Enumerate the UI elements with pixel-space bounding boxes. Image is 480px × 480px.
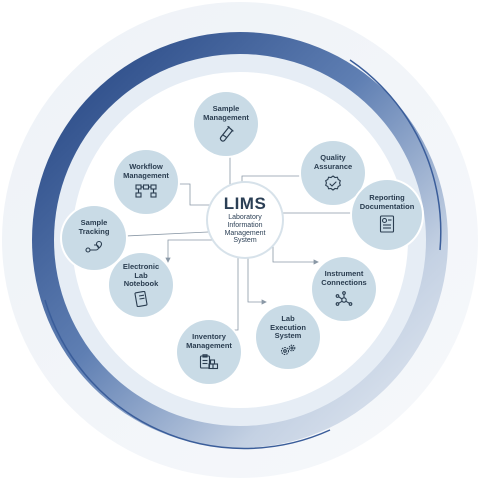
node-label: Electronic Lab Notebook — [119, 262, 163, 289]
label-line: Inventory — [192, 332, 226, 341]
location-pin-route-icon — [85, 240, 103, 253]
node-quality-assurance: Quality Assurance — [301, 141, 365, 205]
label-line: Instrument — [324, 269, 364, 278]
arrow-lab-execution — [261, 299, 267, 305]
subtitle-line: System — [233, 237, 257, 245]
gears-icon — [280, 344, 296, 355]
report-document-icon — [379, 215, 395, 233]
label-line: Workflow — [129, 162, 163, 171]
node-inventory-management: Inventory Management — [177, 320, 241, 384]
node-workflow-management: Workflow Management — [114, 150, 178, 214]
connector-electronic-notebook — [167, 239, 212, 258]
subtitle-line: Information — [227, 221, 263, 229]
connector-sample-tracking — [125, 231, 209, 237]
node-label: Lab Execution System — [266, 314, 310, 341]
node-label: Workflow Management — [119, 162, 173, 180]
label-line: Management — [123, 170, 169, 180]
workflow-flowchart-icon — [135, 184, 157, 198]
label-line: Documentation — [359, 201, 415, 211]
node-sample-tracking: Sample Tracking — [62, 206, 126, 270]
quality-badge-icon — [325, 175, 341, 191]
label-line: Reporting — [369, 193, 405, 202]
node-electronic-lab-notebook: Electronic Lab Notebook — [109, 253, 173, 317]
arc-line-bottom — [44, 299, 331, 450]
label-line: Electronic — [122, 262, 160, 271]
node-lab-execution-system: Lab Execution System — [256, 305, 320, 369]
lims-hub: LIMS Laboratory Information Management S… — [208, 183, 282, 257]
label-line: Connections — [321, 277, 367, 287]
lims-title: LIMS — [223, 194, 267, 214]
label-line: Execution — [270, 322, 306, 332]
node-label: Quality Assurance — [310, 153, 356, 171]
notebook-icon — [134, 290, 148, 307]
connector-lab-execution — [247, 256, 262, 303]
label-line: Tracking — [78, 226, 110, 236]
node-reporting-documentation: Reporting Documentation — [352, 180, 422, 250]
connector-workflow — [176, 183, 214, 206]
clipboard-boxes-icon — [199, 354, 219, 370]
test-tube-icon — [219, 126, 234, 142]
network-nodes-icon — [335, 291, 353, 306]
node-label: Sample Management — [199, 104, 253, 122]
node-instrument-connections: Instrument Connections — [312, 257, 376, 321]
subtitle-line: Management — [224, 229, 266, 237]
node-label: Instrument Connections — [317, 269, 370, 287]
arc-line-right — [349, 59, 442, 251]
label-line: Lab — [134, 270, 148, 280]
label-line: Quality — [320, 153, 346, 162]
connector-instrument — [272, 246, 314, 263]
arrow-electronic-notebook — [165, 257, 171, 263]
label-line: Sample — [212, 104, 240, 113]
node-label: Sample Tracking — [75, 218, 114, 236]
subtitle-line: Laboratory — [228, 214, 262, 222]
label-line: Assurance — [313, 161, 353, 171]
arrow-instrument — [313, 259, 319, 265]
label-line: Notebook — [123, 279, 159, 288]
label-line: Sample — [80, 218, 108, 227]
node-sample-management: Sample Management — [194, 92, 258, 156]
node-label: Inventory Management — [182, 332, 236, 350]
lims-subtitle: Laboratory Information Management System — [225, 214, 266, 244]
label-line: Management — [186, 340, 232, 350]
label-line: System — [274, 331, 302, 340]
label-line: Management — [203, 112, 249, 122]
label-line: Lab — [281, 314, 295, 323]
node-label: Reporting Documentation — [356, 193, 419, 211]
